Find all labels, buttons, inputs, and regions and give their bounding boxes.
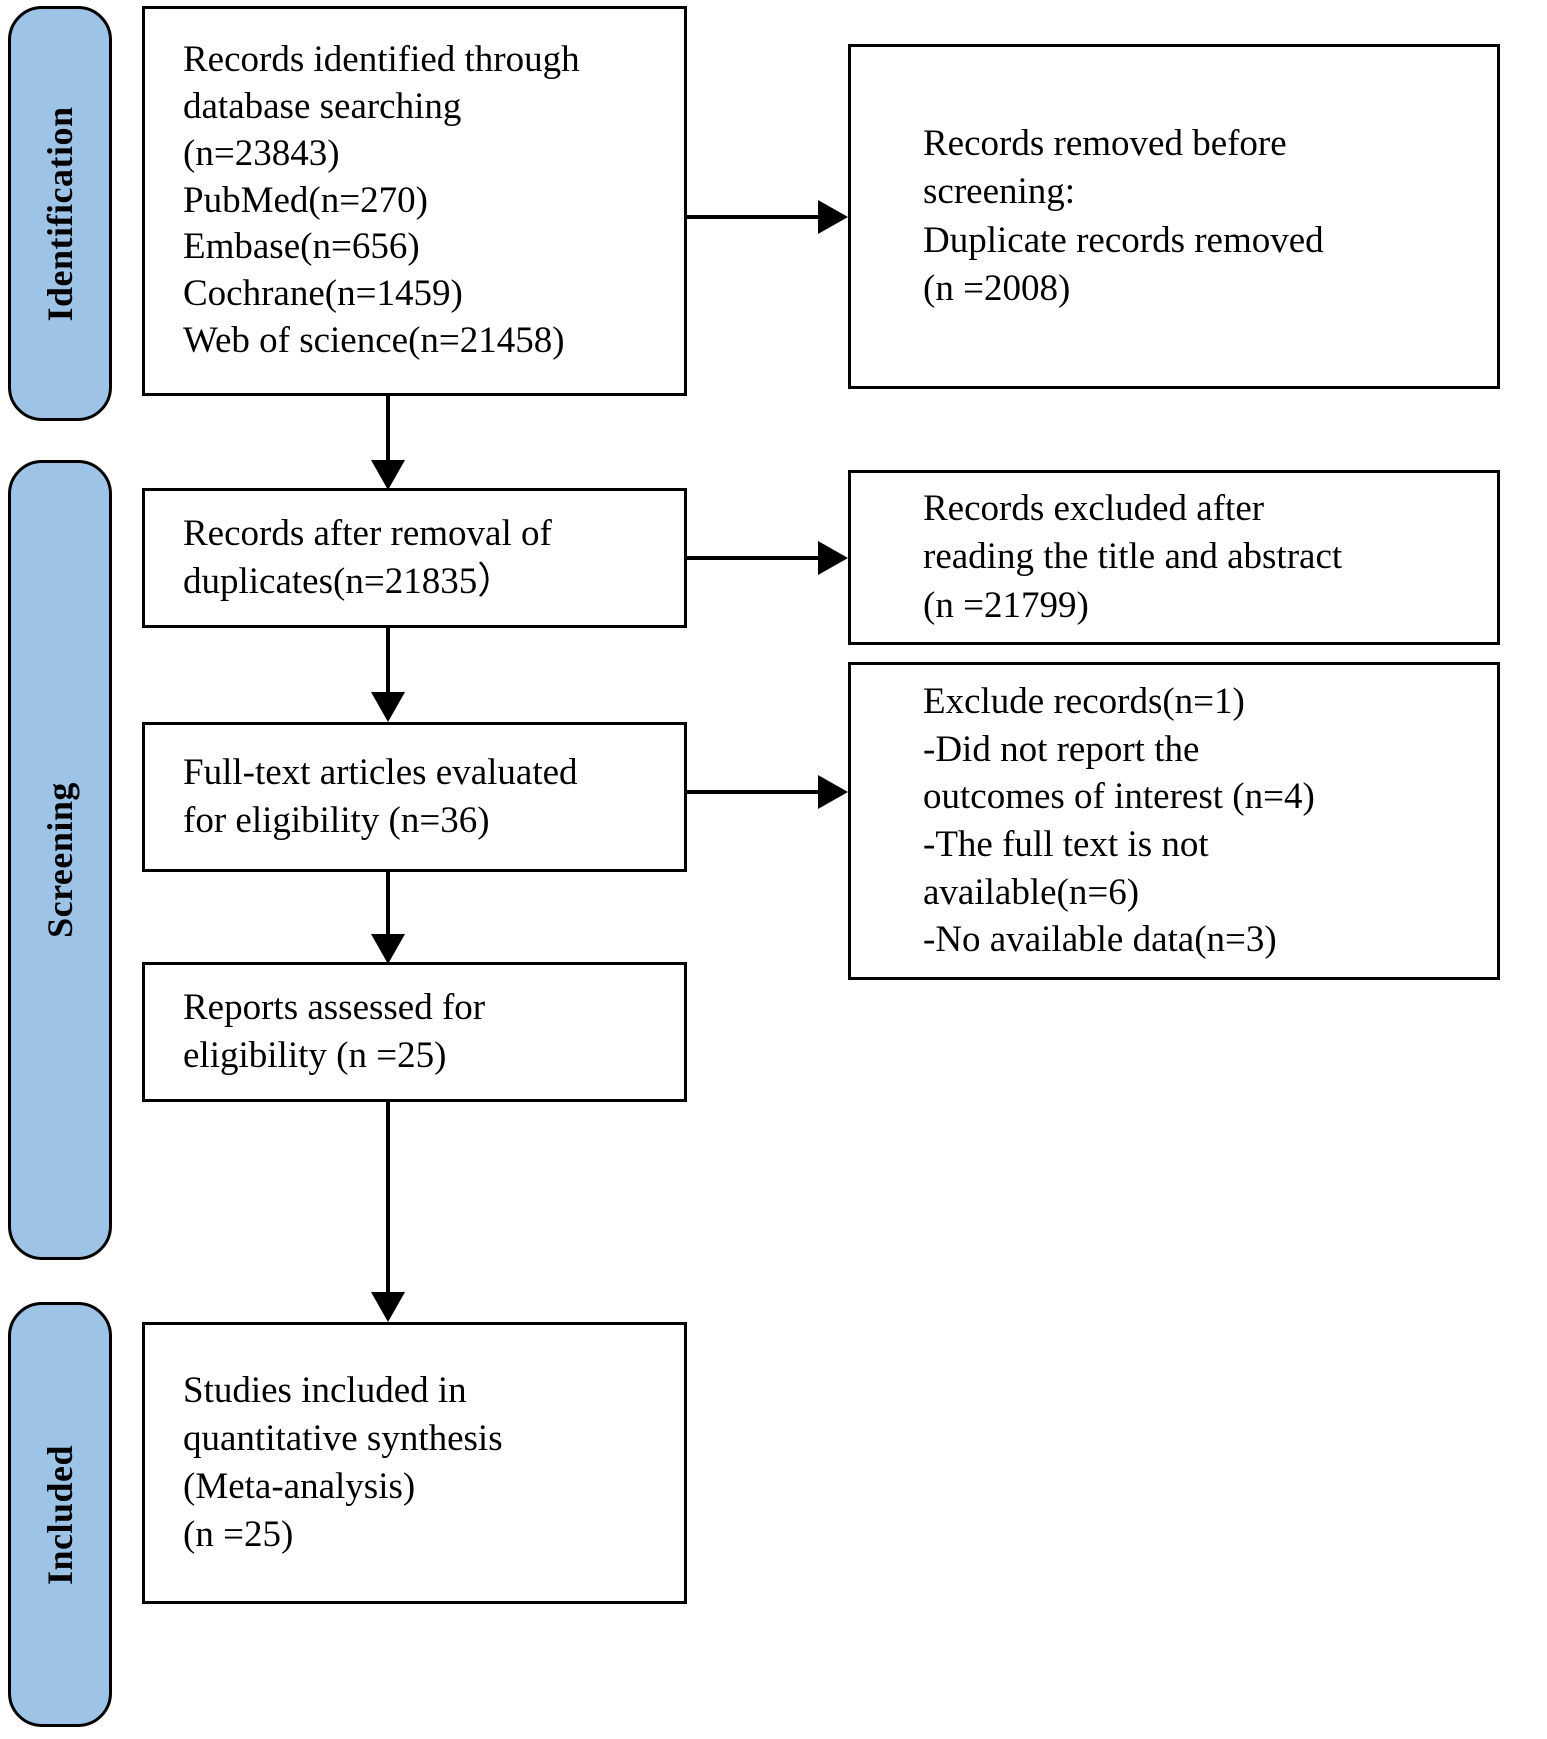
stage-label-screening: Screening <box>40 782 80 938</box>
box-fulltext-evaluated-text: Full-text articles evaluated for eligibi… <box>183 751 578 841</box>
connector-fulltext-to-exclude-detail-line <box>687 790 821 794</box>
connector-reports-assessed-to-studies-included-arrowhead <box>371 1292 405 1322</box>
connector-identified-to-removed-arrowhead <box>818 200 848 234</box>
box-records-excluded-title-abstract-text: Records excluded after reading the title… <box>923 488 1343 626</box>
connector-identified-to-removed-line <box>687 215 821 219</box>
box-exclude-records-detail-text: Exclude records(n=1) -Did not report the… <box>923 681 1315 961</box>
connector-identified-to-after-duplicates-arrowhead <box>371 460 405 490</box>
connector-after-duplicates-to-excluded-line <box>687 556 821 560</box>
connector-after-duplicates-to-fulltext-arrowhead <box>371 692 405 722</box>
connector-after-duplicates-to-fulltext-line <box>386 628 390 698</box>
box-reports-assessed: Reports assessed for eligibility (n =25) <box>142 962 687 1102</box>
box-records-after-duplicates-text: Records after removal of duplicates(n=21… <box>183 512 552 602</box>
connector-fulltext-to-reports-assessed-arrowhead <box>371 934 405 964</box>
stage-label-identification: Identification <box>40 105 80 322</box>
box-records-removed-before-screening-text: Records removed before screening: Duplic… <box>923 123 1324 309</box>
box-reports-assessed-text: Reports assessed for eligibility (n =25) <box>183 986 486 1076</box>
box-records-excluded-title-abstract: Records excluded after reading the title… <box>848 470 1500 645</box>
connector-after-duplicates-to-excluded-arrowhead <box>818 541 848 575</box>
stage-bar-identification: Identification <box>8 6 112 421</box>
connector-identified-to-after-duplicates-line <box>386 396 390 466</box>
connector-reports-assessed-to-studies-included-line <box>386 1102 390 1300</box>
box-records-after-duplicates: Records after removal of duplicates(n=21… <box>142 488 687 628</box>
box-studies-included: Studies included in quantitative synthes… <box>142 1322 687 1604</box>
stage-bar-included: Included <box>8 1302 112 1727</box>
box-studies-included-text: Studies included in quantitative synthes… <box>183 1369 503 1556</box>
box-fulltext-evaluated: Full-text articles evaluated for eligibi… <box>142 722 687 872</box>
stage-label-included: Included <box>40 1444 80 1585</box>
box-records-identified: Records identified through database sear… <box>142 6 687 396</box>
stage-bar-screening: Screening <box>8 460 112 1260</box>
connector-fulltext-to-reports-assessed-line <box>386 872 390 940</box>
box-records-removed-before-screening: Records removed before screening: Duplic… <box>848 44 1500 389</box>
box-exclude-records-detail: Exclude records(n=1) -Did not report the… <box>848 662 1500 980</box>
box-records-identified-text: Records identified through database sear… <box>183 39 580 361</box>
connector-fulltext-to-exclude-detail-arrowhead <box>818 775 848 809</box>
